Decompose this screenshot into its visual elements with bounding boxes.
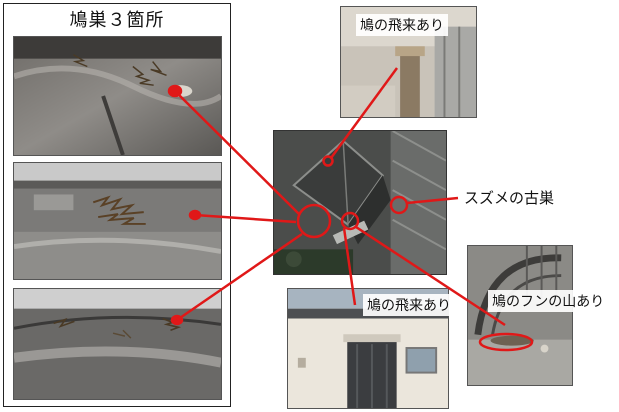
nest-photo-2 (13, 162, 222, 280)
aerial-view-photo (273, 130, 447, 275)
nest-photo-1 (13, 36, 222, 156)
label-pigeon-droppings: 鳩のフンの山あり (488, 290, 609, 312)
nest-photo-3 (13, 288, 222, 400)
pigeon-droppings-photo (467, 245, 573, 386)
label-pigeon-sighting-top: 鳩の飛来あり (356, 14, 448, 36)
label-sparrow-old-nest: スズメの古巣 (464, 189, 555, 207)
nest-panel-title: 鳩巣３箇所 (69, 10, 165, 31)
label-pigeon-sighting-bottom: 鳩の飛来あり (363, 294, 455, 316)
